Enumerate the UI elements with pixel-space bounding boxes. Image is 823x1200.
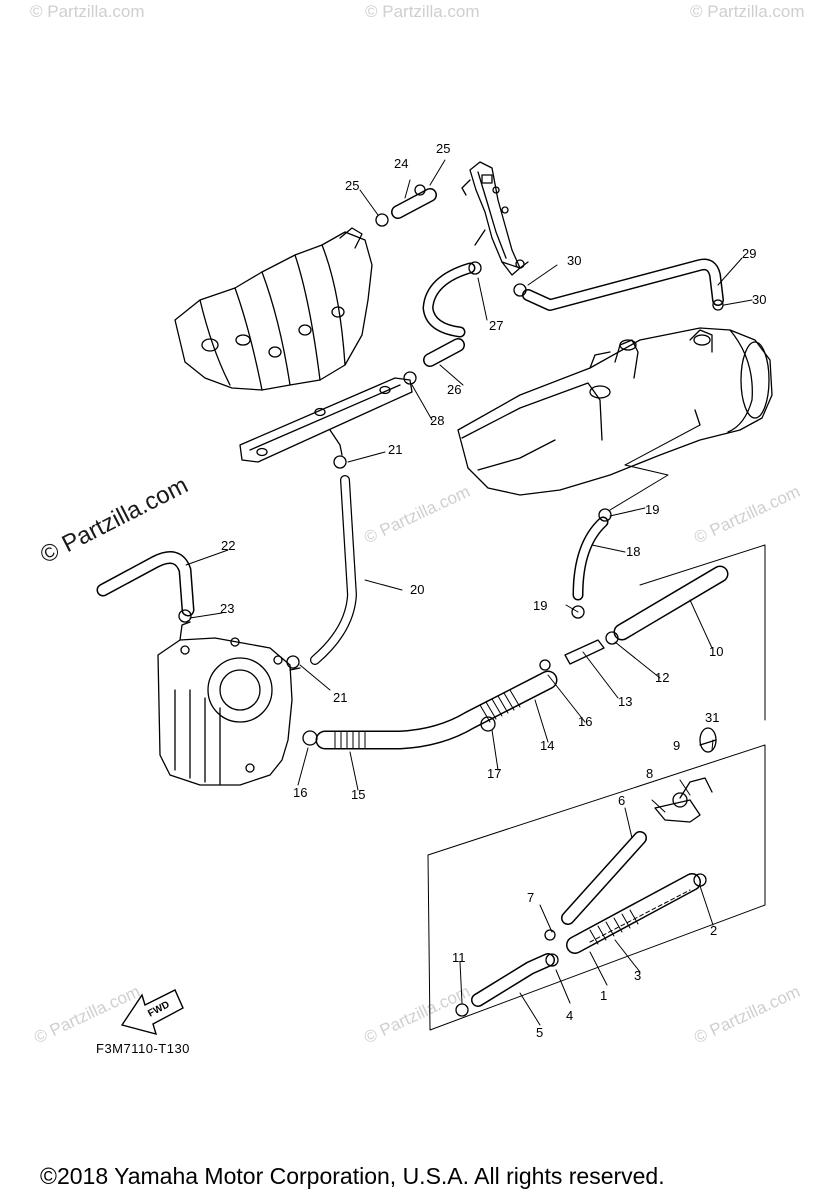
fwd-arrow-icon: FWD [120, 989, 184, 1035]
callout-number: 21 [388, 442, 402, 457]
callout-number: 31 [705, 710, 719, 725]
callout-number: 24 [394, 156, 408, 171]
callout-number: 10 [709, 644, 723, 659]
callout-number: 17 [487, 766, 501, 781]
callout-number: 22 [221, 538, 235, 553]
pressure-valve-bracket [461, 161, 529, 276]
callout-number: 14 [540, 738, 554, 753]
callout-number: 4 [566, 1008, 573, 1023]
throttle-body [157, 621, 301, 786]
callout-number: 18 [626, 544, 640, 559]
callout-number: 25 [436, 141, 450, 156]
callout-number: 29 [742, 246, 756, 261]
callout-number: 25 [345, 178, 359, 193]
callout-number: 20 [410, 582, 424, 597]
callout-number: 6 [618, 793, 625, 808]
watermark: © Partzilla.com [690, 2, 805, 21]
callout-number: 12 [655, 670, 669, 685]
callout-number: 16 [293, 785, 307, 800]
hose-clamps [178, 184, 724, 1017]
callout-number: 7 [527, 890, 534, 905]
callout-number: 11 [452, 950, 466, 965]
copyright-notice: ©2018 Yamaha Motor Corporation, U.S.A. A… [40, 1163, 665, 1189]
exhaust-manifold [174, 227, 413, 463]
callout-number: 19 [533, 598, 547, 613]
callout-number: 13 [618, 694, 632, 709]
callout-number: 3 [634, 968, 641, 983]
callout-number: 26 [447, 382, 461, 397]
callout-number: 23 [220, 601, 234, 616]
callout-number: 8 [646, 766, 653, 781]
callout-number: 28 [430, 413, 444, 428]
callout-number: 9 [673, 738, 680, 753]
callout-number: 2 [710, 923, 717, 938]
callout-number: 5 [536, 1025, 543, 1040]
callout-number: 27 [489, 318, 503, 333]
watermark: © Partzilla.com [365, 2, 480, 21]
watermark: © Partzilla.com [30, 2, 145, 21]
callout-number: 19 [645, 502, 659, 517]
callout-number: 30 [567, 253, 581, 268]
callout-number: 16 [578, 714, 592, 729]
drawing-code: F3M7110-T130 [96, 1041, 190, 1056]
callout-number: 21 [333, 690, 347, 705]
exhaust-chamber [457, 327, 773, 496]
callout-number: 1 [600, 988, 607, 1003]
callout-labels: 1 2 3 4 5 6 7 8 9 10 11 12 13 14 15 16 1… [220, 141, 766, 1040]
callout-number: 30 [752, 292, 766, 307]
callout-number: 15 [351, 787, 365, 802]
